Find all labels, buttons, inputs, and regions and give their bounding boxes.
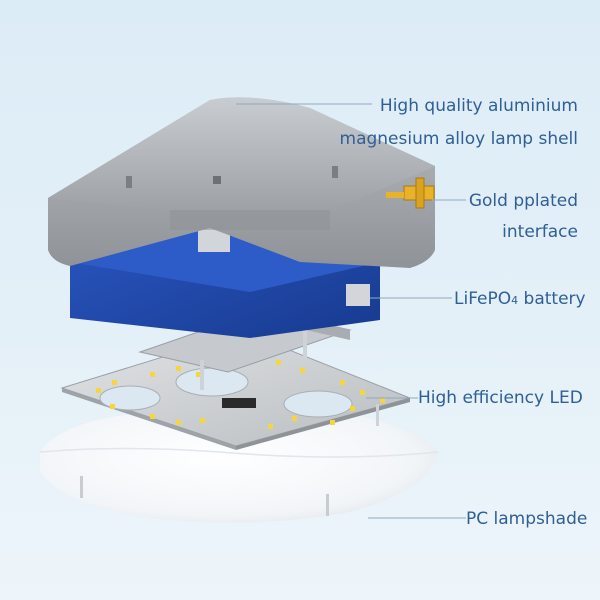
led-driver-chip (222, 398, 256, 408)
led-chip (350, 406, 355, 411)
lampshade-screw (80, 476, 83, 498)
led-chip (380, 398, 385, 403)
led-chip (176, 366, 181, 371)
shell-callout-line1: High quality aluminium (379, 96, 578, 116)
battery-callout-label: LiFePO (454, 289, 512, 309)
lampshade-callout-label: PC lampshade (466, 509, 588, 529)
led-chip (96, 388, 101, 393)
aluminium-shell (48, 97, 435, 268)
battery-callout: LiFePO4 battery (454, 289, 586, 311)
shell-vent (126, 176, 132, 188)
pc-lampshade (39, 404, 439, 523)
lampshade-callout: PC lampshade (466, 509, 587, 529)
battery-contact-pad (346, 284, 370, 306)
led-chip (112, 380, 117, 385)
led-chip (360, 390, 365, 395)
interface-callout-line1: Gold pplated (468, 191, 578, 211)
bracket-screw (200, 360, 204, 390)
battery-callout-subscript: 4 (511, 294, 519, 307)
led-chip (150, 372, 155, 377)
shell-callout-line2: magnesium alloy lamp shell (339, 129, 578, 149)
interface-callout: Gold pplated interface (466, 191, 578, 242)
led-chip (150, 414, 155, 419)
bracket-screw (303, 318, 307, 358)
led-chip (340, 380, 345, 385)
shell-callout: High quality aluminium magnesium alloy l… (330, 96, 578, 149)
interface-callout-line2: interface (502, 222, 578, 242)
shell-vent (332, 166, 338, 178)
plate-screw (376, 404, 379, 426)
led-chip (330, 420, 335, 425)
led-chip (292, 416, 297, 421)
led-chip (196, 372, 201, 377)
led-chip (276, 360, 281, 365)
led-chip (300, 368, 305, 373)
shell-screw-hole (213, 176, 221, 184)
led-chip (268, 424, 273, 429)
led-callout: High efficiency LED (418, 388, 583, 408)
gold-connector (386, 177, 435, 209)
battery-callout-label-rest: battery (518, 289, 586, 309)
lampshade-screw (326, 494, 329, 516)
led-chip (176, 420, 181, 425)
led-callout-label: High efficiency LED (418, 388, 583, 408)
led-chip (110, 404, 115, 409)
led-chip (200, 418, 205, 423)
